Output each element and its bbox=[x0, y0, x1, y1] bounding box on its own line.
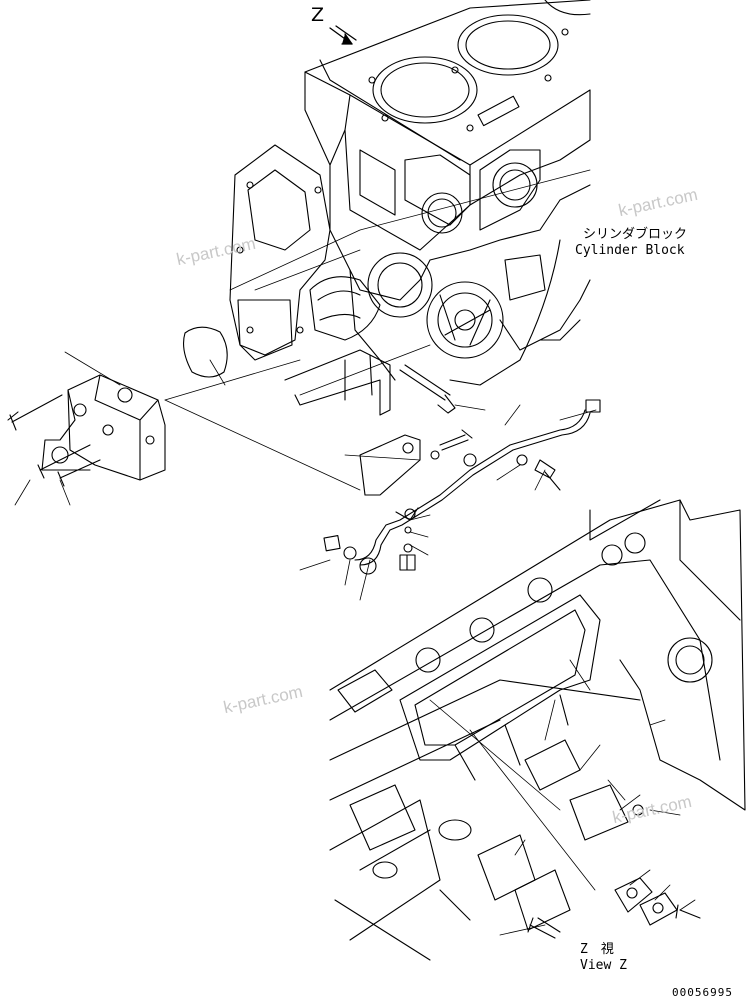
drawing-number: 00056995 bbox=[672, 986, 733, 999]
oil-pump-body bbox=[7, 374, 166, 487]
view-z-arrow bbox=[329, 25, 357, 45]
view-z-marker: Z bbox=[311, 4, 325, 26]
cylinder-block bbox=[229, 0, 591, 416]
leader-lines bbox=[14, 169, 696, 936]
view-z-label-jp: Z 視 bbox=[580, 942, 614, 957]
view-z-label-en: View Z bbox=[580, 958, 627, 973]
cylinder-block-label-en: Cylinder Block bbox=[575, 243, 685, 258]
cylinder-block-label-jp: シリンダブロック bbox=[583, 227, 688, 242]
o-ring bbox=[183, 326, 228, 378]
oil-pipe-assembly bbox=[323, 399, 601, 575]
side-view-z bbox=[329, 499, 746, 961]
